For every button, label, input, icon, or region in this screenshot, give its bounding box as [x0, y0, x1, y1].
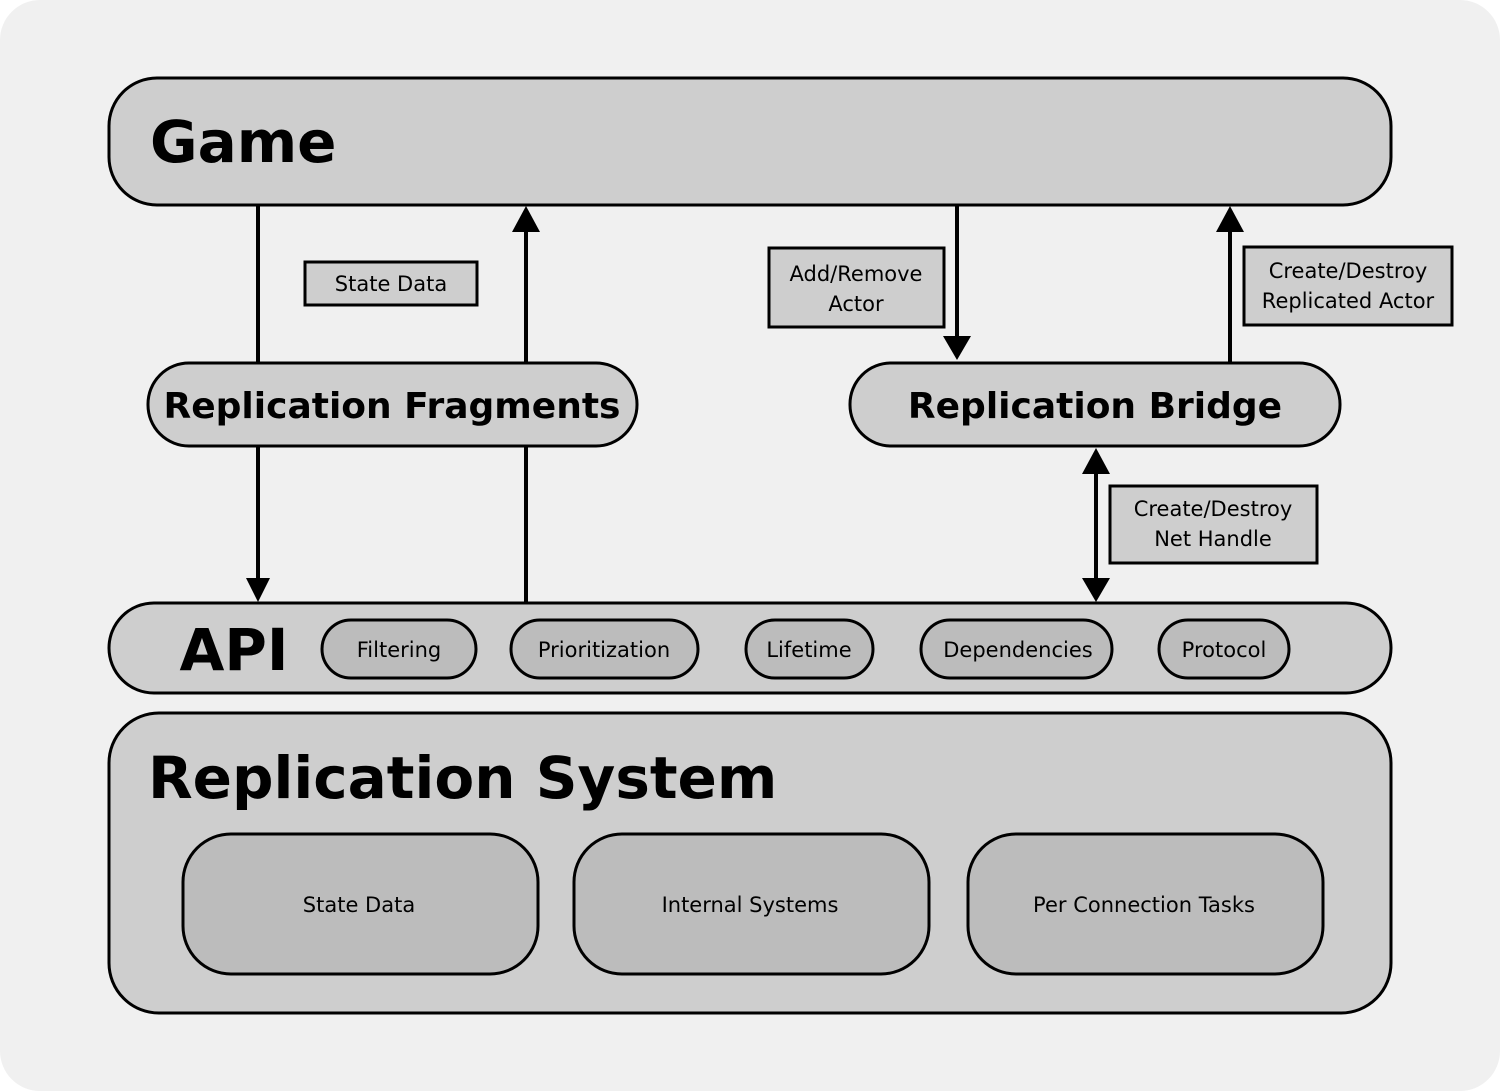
api-title: API: [180, 616, 289, 684]
replication-system-component-state-data[interactable]: State Data: [181, 832, 540, 976]
replication-fragments-title: Replication Fragments: [164, 386, 621, 427]
api-item-filtering[interactable]: Filtering: [320, 618, 478, 680]
svg-text:State Data: State Data: [303, 893, 415, 917]
game-box[interactable]: Game: [107, 76, 1393, 207]
replication-bridge-title: Replication Bridge: [908, 386, 1282, 427]
replication-bridge-box[interactable]: Replication Bridge: [848, 361, 1342, 448]
label-create-destroy-net-handle: Create/Destroy Net Handle: [1108, 484, 1319, 565]
arrowhead-down-api-left: [246, 578, 270, 602]
svg-text:Actor: Actor: [828, 292, 884, 316]
replication-system-component-per-connection-tasks[interactable]: Per Connection Tasks: [966, 832, 1325, 976]
api-item-prioritization[interactable]: Prioritization: [509, 618, 700, 680]
label-add-remove-actor: Add/Remove Actor: [767, 246, 946, 329]
arrowhead-down-bridge: [943, 336, 971, 360]
api-item-dependencies[interactable]: Dependencies: [919, 618, 1114, 680]
arrowhead-up-bridge: [1082, 448, 1110, 474]
arrowhead-up-game-right: [1216, 206, 1244, 232]
arrowhead-up-game-left: [512, 206, 540, 232]
game-title: Game: [150, 108, 337, 176]
svg-text:Prioritization: Prioritization: [538, 638, 670, 662]
svg-text:Protocol: Protocol: [1182, 638, 1267, 662]
svg-text:Lifetime: Lifetime: [766, 638, 851, 662]
svg-text:Internal Systems: Internal Systems: [662, 893, 839, 917]
svg-text:Net Handle: Net Handle: [1154, 527, 1272, 551]
svg-text:Create/Destroy: Create/Destroy: [1134, 497, 1293, 521]
label-state-data: State Data: [303, 260, 479, 307]
replication-system-title: Replication System: [148, 744, 777, 812]
replication-system-component-internal-systems[interactable]: Internal Systems: [572, 832, 931, 976]
api-item-protocol[interactable]: Protocol: [1157, 618, 1291, 680]
api-item-lifetime[interactable]: Lifetime: [744, 618, 875, 680]
svg-text:Create/Destroy: Create/Destroy: [1269, 259, 1428, 283]
arrowhead-down-api-right: [1082, 578, 1110, 602]
svg-text:State Data: State Data: [335, 272, 447, 296]
svg-text:Per Connection Tasks: Per Connection Tasks: [1033, 893, 1255, 917]
svg-text:Add/Remove: Add/Remove: [790, 262, 923, 286]
replication-fragments-box[interactable]: Replication Fragments: [146, 361, 639, 448]
svg-text:Replicated Actor: Replicated Actor: [1262, 289, 1435, 313]
svg-text:Filtering: Filtering: [357, 638, 441, 662]
svg-text:Dependencies: Dependencies: [943, 638, 1092, 662]
label-create-destroy-replicated-actor: Create/Destroy Replicated Actor: [1242, 245, 1454, 327]
